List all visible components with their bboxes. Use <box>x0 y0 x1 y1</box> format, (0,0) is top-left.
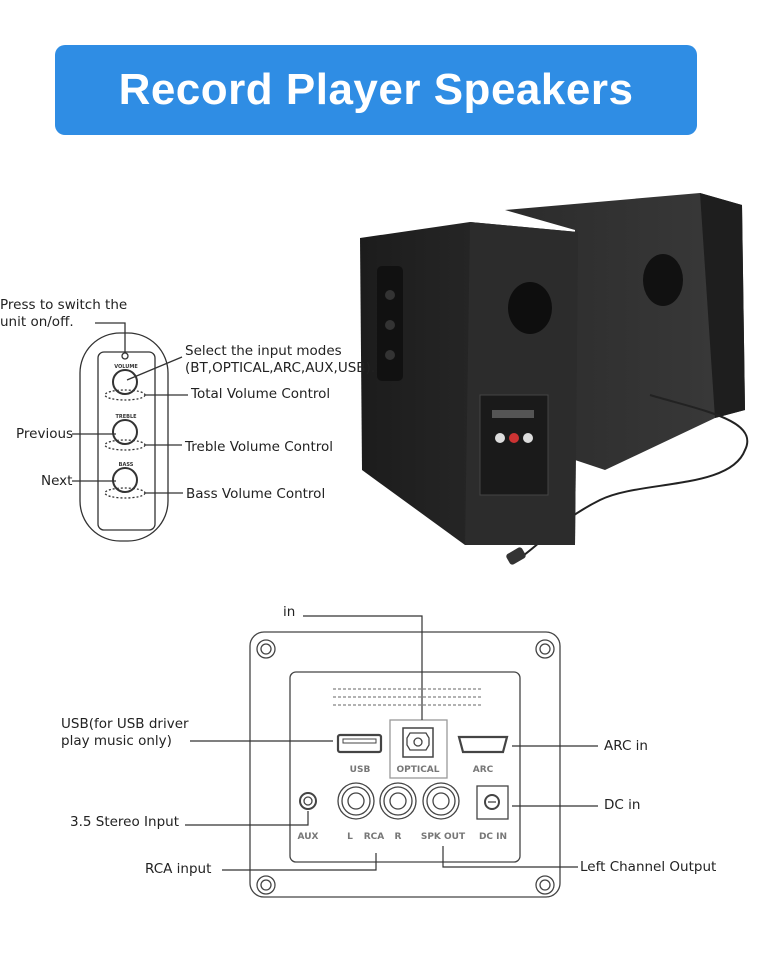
usb-port <box>336 733 383 754</box>
optical-port <box>402 727 434 758</box>
port-label-aux: AUX <box>298 832 319 842</box>
treble-knob[interactable] <box>112 419 138 445</box>
port-label-l: L <box>347 832 353 842</box>
panel-label-volume: VOLUME <box>114 364 138 370</box>
next-label: Next <box>41 473 73 489</box>
optical-callout: in <box>283 604 296 620</box>
input-mode-note-line1: Select the input modes <box>185 343 342 359</box>
port-label-arc: ARC <box>473 765 494 775</box>
bass-port-icon <box>508 282 552 334</box>
port-label-rca: RCA <box>364 832 385 842</box>
usb-callout-line1: USB(for USB driver <box>61 716 189 732</box>
hdmi-arc-port <box>457 735 509 754</box>
aux-jack <box>299 792 317 810</box>
treble-volume-label: Treble Volume Control <box>185 439 334 455</box>
left-speaker <box>360 222 578 545</box>
dc-callout: DC in <box>604 797 641 813</box>
port-label-optical: OPTICAL <box>396 765 439 775</box>
power-note-line1: Press to switch the <box>0 297 128 313</box>
bass-volume-label: Bass Volume Control <box>186 486 326 502</box>
port-label-dc-in: DC IN <box>479 832 507 842</box>
volume-knob[interactable] <box>112 369 138 395</box>
aux-callout: 3.5 Stereo Input <box>70 814 179 830</box>
previous-label: Previous <box>16 426 74 442</box>
rca-callout: RCA input <box>145 861 212 877</box>
input-mode-note-line2: (BT,OPTICAL,ARC,AUX,USB). <box>185 360 376 376</box>
title-banner: Record Player Speakers <box>55 45 697 135</box>
total-volume-label: Total Volume Control <box>191 386 331 402</box>
panel-label-treble: TREBLE <box>115 414 137 420</box>
panel-label-bass: BASS <box>119 462 134 468</box>
title: Record Player Speakers <box>118 65 634 114</box>
screw-hole-icon <box>256 639 555 895</box>
spk-out-callout: Left Channel Output <box>580 859 717 875</box>
power-note-line2: unit on/off. <box>0 314 74 330</box>
spk-out-jack <box>422 782 460 820</box>
usb-callout-line2: play music only) <box>61 733 172 749</box>
bass-knob[interactable] <box>112 467 138 493</box>
port-label-usb: USB <box>350 765 371 775</box>
vent-grille <box>333 688 483 706</box>
bass-port-icon <box>643 254 683 306</box>
port-label-spk-out: SPK OUT <box>421 832 466 842</box>
rca-r-jack <box>379 782 417 820</box>
arc-callout: ARC in <box>604 738 648 754</box>
port-label-r: R <box>395 832 402 842</box>
rca-l-jack <box>337 782 375 820</box>
dc-in-port <box>476 785 509 820</box>
